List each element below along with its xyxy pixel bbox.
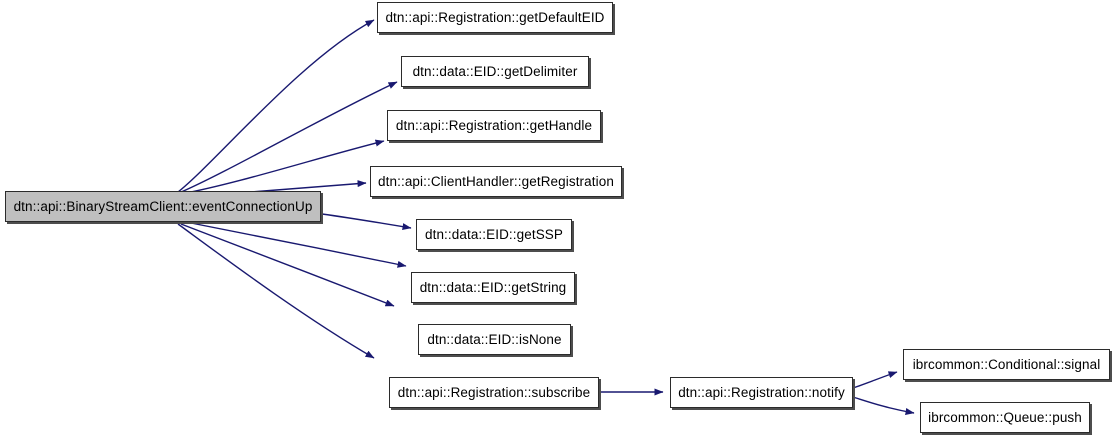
graph-node-label: dtn::api::Registration::getHandle bbox=[395, 117, 593, 133]
graph-node-push[interactable]: ibrcommon::Queue::push bbox=[920, 402, 1090, 433]
graph-node-getHandle[interactable]: dtn::api::Registration::getHandle bbox=[387, 110, 601, 141]
graph-node-notify[interactable]: dtn::api::Registration::notify bbox=[670, 377, 853, 408]
edge-root-to-getHandle bbox=[180, 139, 385, 195]
graph-node-label: dtn::data::EID::isNone bbox=[427, 331, 562, 347]
graph-node-root[interactable]: dtn::api::BinaryStreamClient::eventConne… bbox=[5, 191, 321, 222]
graph-node-label: dtn::data::EID::getDelimiter bbox=[412, 63, 578, 79]
graph-node-label: dtn::data::EID::getSSP bbox=[424, 226, 564, 242]
edge-root-to-getString bbox=[185, 221, 407, 268]
graph-node-getString[interactable]: dtn::data::EID::getString bbox=[411, 272, 575, 303]
graph-node-label: dtn::api::BinaryStreamClient::eventConne… bbox=[13, 198, 313, 214]
graph-node-signal[interactable]: ibrcommon::Conditional::signal bbox=[903, 349, 1110, 380]
graph-node-label: dtn::api::Registration::subscribe bbox=[397, 384, 591, 400]
graph-node-getRegistration[interactable]: dtn::api::ClientHandler::getRegistration bbox=[370, 166, 622, 197]
graph-node-getDelimiter[interactable]: dtn::data::EID::getDelimiter bbox=[401, 56, 589, 87]
graph-node-label: dtn::api::Registration::notify bbox=[678, 384, 845, 400]
graph-node-getDefaultEID[interactable]: dtn::api::Registration::getDefaultEID bbox=[377, 2, 613, 33]
graph-node-label: ibrcommon::Conditional::signal bbox=[912, 356, 1101, 372]
graph-node-label: ibrcommon::Queue::push bbox=[928, 409, 1082, 425]
graph-node-label: dtn::api::Registration::getDefaultEID bbox=[385, 9, 605, 25]
edge-root-to-getDelimiter bbox=[178, 81, 398, 194]
graph-node-subscribe[interactable]: dtn::api::Registration::subscribe bbox=[389, 377, 599, 408]
edge-root-to-isNone bbox=[180, 223, 395, 307]
graph-node-getSSP[interactable]: dtn::data::EID::getSSP bbox=[416, 219, 572, 250]
graph-node-label: dtn::data::EID::getString bbox=[419, 279, 567, 295]
graph-node-label: dtn::api::ClientHandler::getRegistration bbox=[378, 173, 614, 189]
edge-notify-to-signal bbox=[852, 371, 898, 389]
edge-root-to-subscribe bbox=[177, 223, 375, 359]
edge-root-to-getSSP bbox=[321, 213, 412, 231]
edge-notify-to-push bbox=[852, 396, 915, 415]
graph-node-isNone[interactable]: dtn::data::EID::isNone bbox=[418, 324, 571, 355]
edge-root-to-getDefaultEID bbox=[177, 19, 375, 193]
